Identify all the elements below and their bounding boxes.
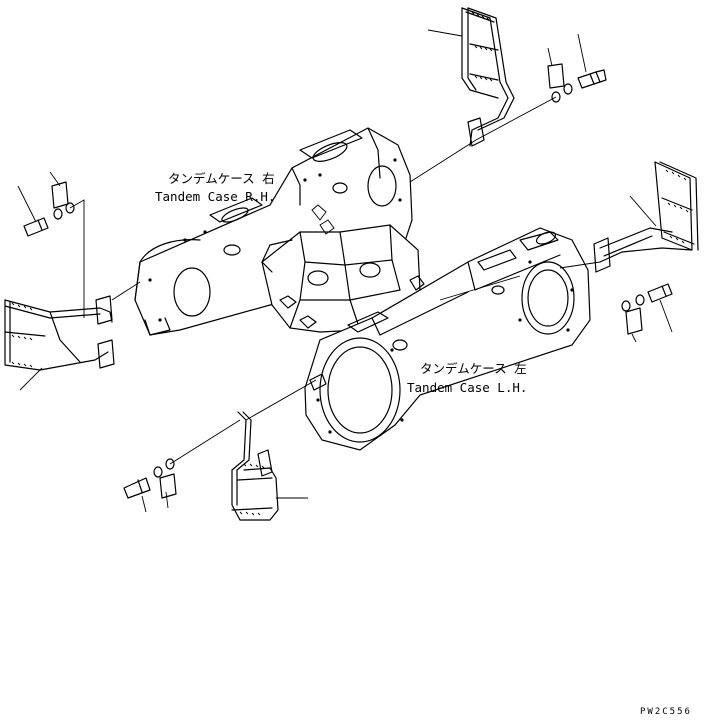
tandem-case-lh	[304, 227, 591, 451]
fasteners-left	[23, 181, 75, 237]
leader-lines	[17, 29, 673, 513]
step-lower-treads	[239, 463, 265, 516]
step-left-treads	[11, 302, 33, 368]
fasteners-upper	[547, 63, 607, 103]
step-right-treads	[665, 169, 689, 244]
lh-case-bolts	[316, 260, 574, 434]
label-lh-en: Tandem Case L.H.	[407, 380, 527, 395]
label-lh-jp: タンデムケース 左	[420, 361, 527, 376]
step-right	[593, 161, 699, 273]
step-left	[4, 295, 115, 371]
fasteners-lower	[123, 458, 177, 499]
step-upper-treads	[471, 11, 493, 82]
fasteners-right	[621, 283, 673, 335]
label-rh-en: Tandem Case R.H.	[155, 189, 275, 204]
center-transmission	[261, 204, 425, 333]
drawing-code: PW2C556	[640, 707, 692, 717]
label-rh-jp: タンデムケース 右	[168, 171, 275, 186]
step-upper	[461, 7, 515, 147]
step-lower	[231, 411, 279, 521]
